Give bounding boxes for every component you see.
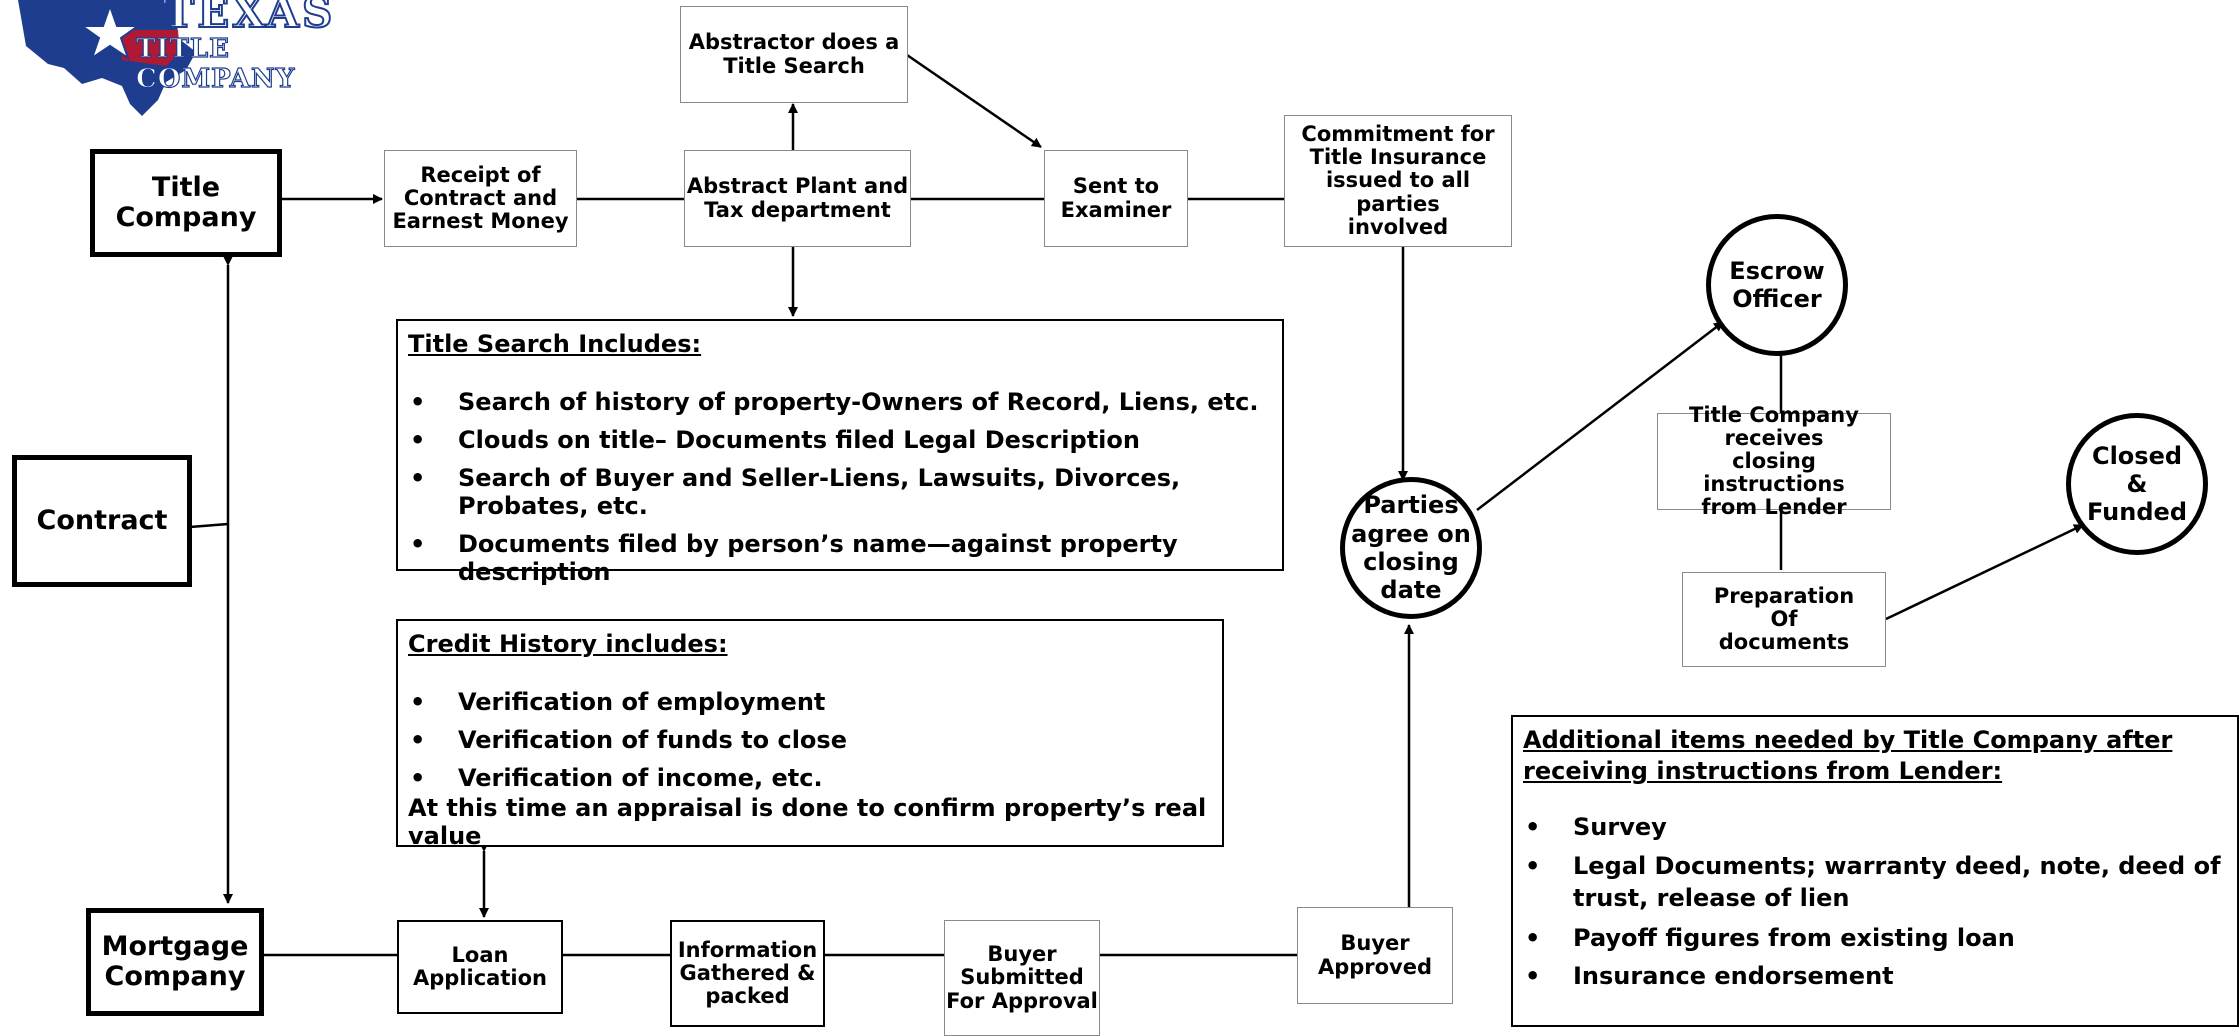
list-item: •Insurance endorsement [1525, 961, 1894, 990]
sent-to-examiner-box: Sent to Examiner [1044, 150, 1188, 247]
additional-items-heading: Additional items needed by Title Company… [1523, 726, 2173, 786]
texas-map-star-icon [18, 0, 196, 116]
abstract-plant-box: Abstract Plant and Tax department [684, 150, 911, 247]
list-item: •Legal Documents; warranty deed, note, d… [1525, 852, 2221, 912]
title-search-panel: Title Search Includes: •Search of histor… [396, 319, 1284, 586]
list-item: •Payoff figures from existing loan [1525, 923, 2015, 952]
credit-history-panel: Credit History includes: •Verification o… [396, 619, 1224, 851]
list-item: •Search of history of property-Owners of… [410, 388, 1259, 417]
closed-funded-circle: Closed & Funded [2066, 413, 2208, 555]
loan-application-box: Loan Application [397, 920, 563, 1014]
information-gathered-box: Information Gathered & packed [670, 920, 825, 1027]
list-item: •Survey [1525, 813, 1667, 842]
logo-text-title-company: TITLE COMPANY [135, 33, 296, 94]
contract-box: Contract [12, 455, 192, 587]
credit-history-heading: Credit History includes: [408, 630, 728, 658]
list-item: •Verification of employment [410, 688, 826, 717]
logo-text-texas: TEXAS [162, 0, 336, 38]
title-company-box: Title Company [90, 149, 282, 257]
preparation-of-documents-box: Preparation Of documents [1682, 572, 1886, 667]
mortgage-company-box: Mortgage Company [86, 908, 264, 1016]
commitment-title-insurance-box: Commitment for Title Insurance issued to… [1284, 115, 1512, 247]
receipt-of-contract-box: Receipt of Contract and Earnest Money [384, 150, 577, 247]
list-item: •Verification of income, etc. [410, 764, 823, 793]
buyer-submitted-box: Buyer Submitted For Approval [944, 920, 1100, 1036]
list-item: •Documents filed by person’s name—agains… [410, 530, 1178, 587]
escrow-officer-circle: Escrow Officer [1706, 214, 1848, 356]
list-item: •Search of Buyer and Seller-Liens, Lawsu… [410, 464, 1181, 521]
appraisal-note: At this time an appraisal is done to con… [408, 794, 1207, 851]
list-item: •Clouds on title– Documents filed Legal … [410, 426, 1140, 455]
title-company-receives-instructions-box: Title Company receives closing instructi… [1657, 403, 1891, 519]
list-item: •Verification of funds to close [410, 726, 847, 755]
texas-title-company-logo: TEXAS TITLE COMPANY [18, 0, 388, 118]
additional-items-panel: Additional items needed by Title Company… [1511, 715, 2239, 1027]
buyer-approved-box: Buyer Approved [1297, 907, 1453, 1004]
parties-agree-closing-date-circle: Parties agree on closing date [1340, 477, 1482, 619]
abstractor-title-search-box: Abstractor does a Title Search [680, 6, 908, 103]
title-search-heading: Title Search Includes: [408, 330, 702, 358]
